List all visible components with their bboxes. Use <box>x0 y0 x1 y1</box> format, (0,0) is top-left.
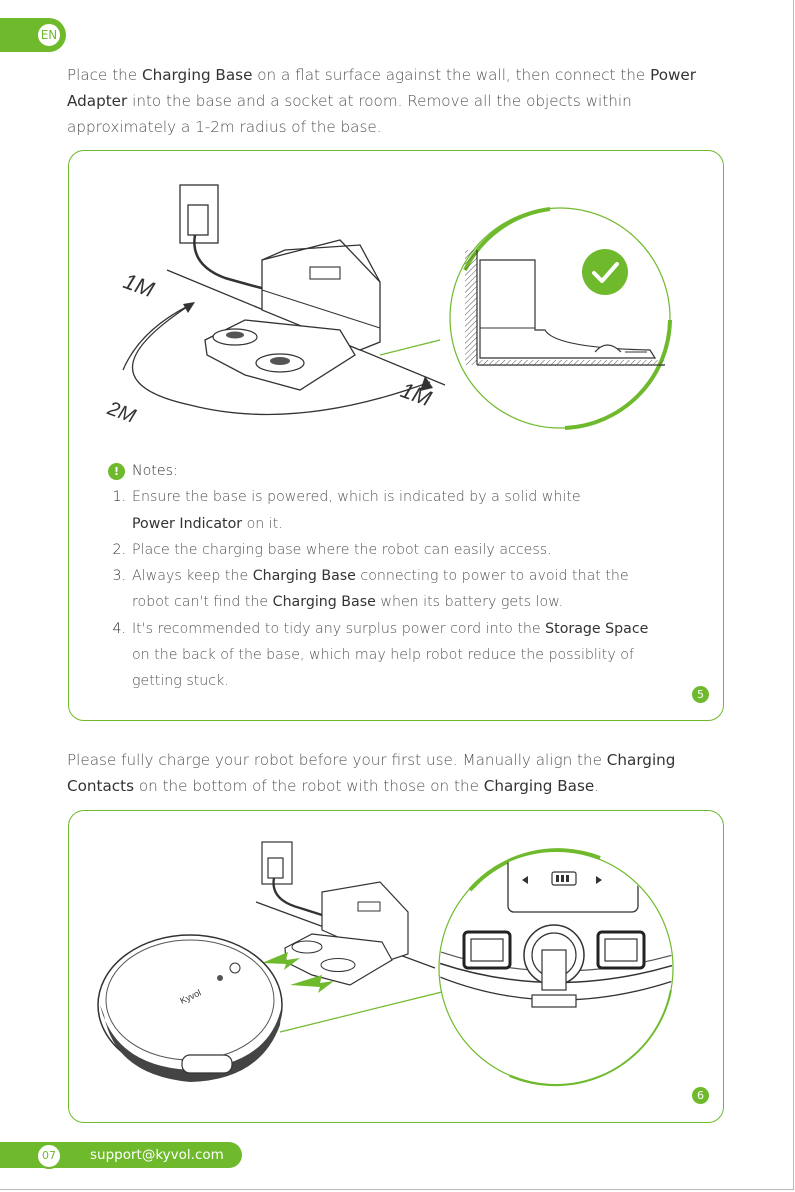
note-term: Power Indicator <box>132 516 242 532</box>
note-item: 2. Place the charging base where the rob… <box>100 537 700 563</box>
note-term: Charging Base <box>253 568 356 584</box>
charge-term-base: Charging Base <box>484 777 594 795</box>
step-badge: 6 <box>692 1087 709 1104</box>
note-number: 4. <box>100 616 132 695</box>
intro-text: Place the <box>67 66 142 84</box>
distance-label-1m-left: 1M <box>120 268 158 302</box>
page-number: 07 <box>36 1143 62 1169</box>
intro-paragraph: Place the Charging Base on a flat surfac… <box>67 62 737 140</box>
charge-text: Please fully charge your robot before yo… <box>67 751 607 769</box>
warning-icon: ! <box>108 463 125 480</box>
charge-text: on the bottom of the robot with those on… <box>134 777 484 795</box>
support-email-link[interactable]: support@kyvol.com <box>90 1145 224 1165</box>
power-adapter <box>188 205 208 235</box>
note-text-part: Ensure the base is powered, which is ind… <box>132 489 581 505</box>
power-adapter <box>268 858 283 878</box>
note-item: 4. It's recommended to tidy any surplus … <box>100 616 700 695</box>
distance-label-2m: 2M <box>104 397 139 428</box>
intro-text: on a flat surface against the wall, then… <box>252 66 650 84</box>
notes-title: Notes: <box>132 458 178 484</box>
notes-list: ! Notes: 1. Ensure the base is powered, … <box>100 458 700 695</box>
note-text: Ensure the base is powered, which is ind… <box>132 484 700 537</box>
language-badge: EN <box>36 22 62 48</box>
note-term: Charging Base <box>273 594 376 610</box>
note-text: Place the charging base where the robot … <box>132 537 700 563</box>
note-item: 1. Ensure the base is powered, which is … <box>100 484 700 537</box>
note-text-part: when its battery gets low. <box>376 594 563 610</box>
intro-text: into the base and a socket at room. Remo… <box>67 92 632 136</box>
note-text: It's recommended to tidy any surplus pow… <box>132 616 662 695</box>
check-icon <box>582 249 628 295</box>
note-text-part: Always keep the <box>132 568 253 584</box>
note-item: 3. Always keep the Charging Base connect… <box>100 563 700 616</box>
charging-base-illustration: 1M 1M 2M <box>95 170 705 440</box>
note-text-part: on it. <box>242 516 283 532</box>
note-text: Always keep the Charging Base connecting… <box>132 563 652 616</box>
intro-term-charging-base: Charging Base <box>142 66 252 84</box>
note-number: 3. <box>100 563 132 616</box>
robot-docking-illustration: Kyvol <box>90 830 710 1100</box>
notes-heading: ! Notes: <box>100 458 700 484</box>
step-badge: 5 <box>692 686 709 703</box>
note-number: 2. <box>100 537 132 563</box>
note-number: 1. <box>100 484 132 537</box>
note-term: Storage Space <box>545 621 648 637</box>
note-text-part: on the back of the base, which may help … <box>132 647 634 689</box>
note-text-part: It's recommended to tidy any surplus pow… <box>132 621 545 637</box>
charge-paragraph: Please fully charge your robot before yo… <box>67 747 737 799</box>
charge-text: . <box>594 777 599 795</box>
